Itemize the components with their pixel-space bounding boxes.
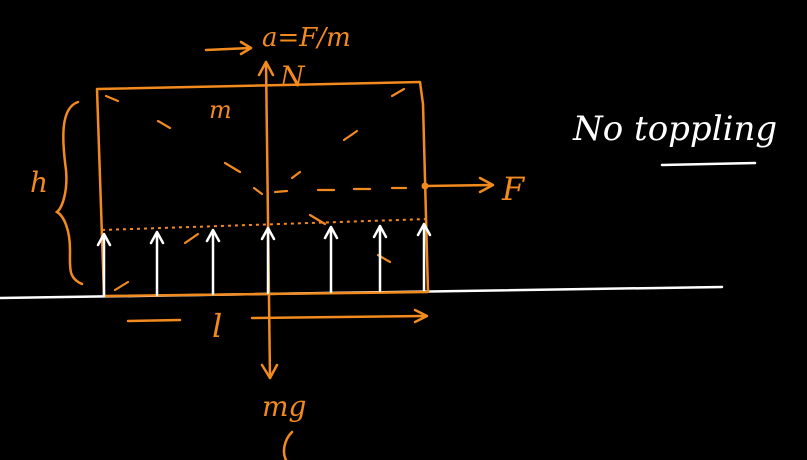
applied-force-label: F bbox=[501, 170, 526, 208]
normal-arrow-6 bbox=[372, 224, 388, 293]
weight-arrowhead bbox=[260, 363, 279, 380]
weight-curl bbox=[282, 430, 294, 460]
no-toppling-note: No toppling bbox=[572, 109, 777, 149]
applied-force-arrow-shaft bbox=[423, 183, 494, 188]
length-label: l bbox=[212, 307, 222, 345]
normal-force-label: N bbox=[279, 60, 306, 93]
normal-arrow-5 bbox=[323, 225, 339, 294]
length-dimension-right bbox=[250, 314, 427, 320]
distributed-normal-arrows bbox=[96, 222, 432, 298]
normal-arrow-7 bbox=[416, 222, 432, 292]
acceleration-label: a=F/m bbox=[262, 23, 351, 53]
dotted-line bbox=[101, 218, 429, 231]
acceleration-arrowhead bbox=[239, 40, 253, 56]
normal-arrow-2 bbox=[149, 230, 165, 297]
acceleration-arrow-shaft bbox=[204, 46, 252, 52]
normal-force-arrowhead bbox=[257, 60, 275, 77]
length-dimension-arrowhead bbox=[413, 308, 429, 324]
length-dimension-left bbox=[126, 318, 182, 323]
mass-label: m bbox=[209, 96, 232, 124]
applied-force-arrowhead bbox=[478, 176, 495, 194]
height-label: h bbox=[30, 166, 48, 199]
vertical-axis-line bbox=[264, 60, 272, 380]
block-outline bbox=[95, 80, 430, 298]
normal-arrow-1 bbox=[96, 232, 112, 298]
normal-arrow-3 bbox=[205, 228, 221, 296]
force-line-dashes bbox=[273, 186, 408, 194]
weight-label: mg bbox=[262, 390, 306, 423]
normal-arrow-4 bbox=[260, 226, 276, 295]
height-brace bbox=[54, 100, 84, 286]
block-diagonals bbox=[104, 87, 406, 292]
note-underline bbox=[660, 161, 757, 167]
